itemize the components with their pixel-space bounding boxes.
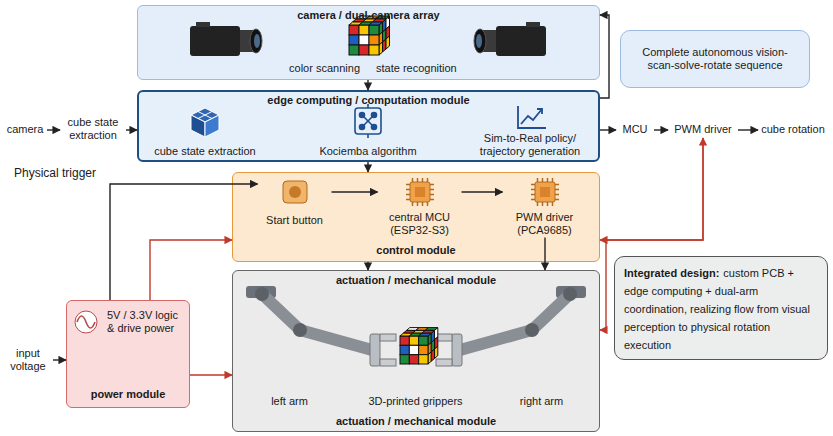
function-item: Sim-to-Real policy/ trajectory generatio… (465, 106, 595, 158)
flow-step: cube state extraction (60, 114, 126, 144)
node-text: Start button (266, 214, 323, 227)
part-label: 3D-printed grippers (356, 394, 476, 410)
node-text: MCU (622, 123, 647, 136)
node-text: right arm (520, 395, 563, 408)
flow-step: cube rotation (758, 116, 828, 144)
flow-step: PWM driver (668, 122, 738, 138)
rubiks-cube (400, 328, 438, 364)
node-text: 5V / 3.3V logic & drive power (107, 309, 183, 335)
module-title: edge computing / computation module (267, 94, 469, 107)
camera-left (190, 22, 262, 56)
power-line (190, 374, 232, 375)
node-text: camera (7, 123, 44, 136)
node-text: PWM driver (674, 123, 731, 136)
node-text: cube state extraction (154, 145, 256, 158)
signal-label: state recognition (376, 62, 457, 75)
power-line (150, 240, 232, 300)
flow-arrow (544, 238, 545, 271)
flow-step: MCU (616, 122, 654, 138)
flow-arrow (462, 191, 503, 192)
flow-arrow (53, 359, 66, 360)
function-item: Kociemba algorithm (313, 106, 423, 158)
part-label: right arm (502, 394, 582, 410)
node-text: PWM driver (PCA9685) (503, 211, 587, 237)
node-text: 3D-printed grippers (368, 395, 462, 408)
node-text: input voltage (3, 347, 53, 373)
flow-arrow (367, 262, 368, 270)
sine-icon (75, 311, 97, 333)
module-title: control module (376, 244, 455, 257)
node-text: cube rotation (761, 123, 825, 136)
flow-arrow (654, 129, 668, 130)
callout-box: Complete autonomous vision-scan-solve-ro… (620, 30, 810, 88)
module-title: actuation / mechanical module (336, 274, 496, 287)
dual-arm (246, 286, 586, 366)
chip-icons (406, 178, 559, 206)
node-text: custom PCB + edge computing + dual-arm c… (624, 267, 810, 351)
start-button-icon (283, 181, 307, 203)
flow-arrow (738, 129, 758, 130)
flow-arrow (332, 191, 378, 192)
flow-arrow (600, 129, 616, 130)
node-text: Complete autonomous vision-scan-solve-ro… (631, 46, 799, 72)
flow-arrow (47, 129, 60, 130)
flow-arrow (367, 162, 368, 172)
node-text: central MCU (ESP32-S3) (378, 211, 462, 237)
part-label: left arm (250, 394, 330, 410)
node-text: cube state extraction (60, 116, 126, 142)
node-text: Sim-to-Real policy/ trajectory generatio… (465, 132, 595, 158)
camera-right (474, 22, 546, 56)
power-line (600, 138, 703, 240)
flow-step: camera (3, 122, 47, 138)
flow-arrow (367, 80, 368, 90)
node-text: left arm (271, 395, 308, 408)
module-title: actuation / mechanical module (336, 415, 496, 428)
flow-arrow (126, 129, 137, 130)
rubiks-cube (349, 16, 390, 55)
module-title: Integrated design: (624, 267, 719, 279)
edge-label: Physical trigger (14, 166, 96, 180)
power-line (600, 138, 703, 330)
flow-arrow (110, 184, 258, 300)
flow-arrow (600, 15, 609, 98)
note-box: Integrated design:custom PCB + edge comp… (614, 256, 828, 360)
signal-label: color scanning (289, 62, 360, 75)
flow-step: input voltage (3, 346, 53, 374)
node-text: Kociemba algorithm (319, 145, 416, 158)
module-title: camera / dual-camera array (297, 9, 439, 22)
chart-icon (518, 106, 546, 128)
network-icon (355, 104, 381, 138)
cube-icon (191, 108, 219, 137)
module-title: power module (91, 388, 166, 401)
